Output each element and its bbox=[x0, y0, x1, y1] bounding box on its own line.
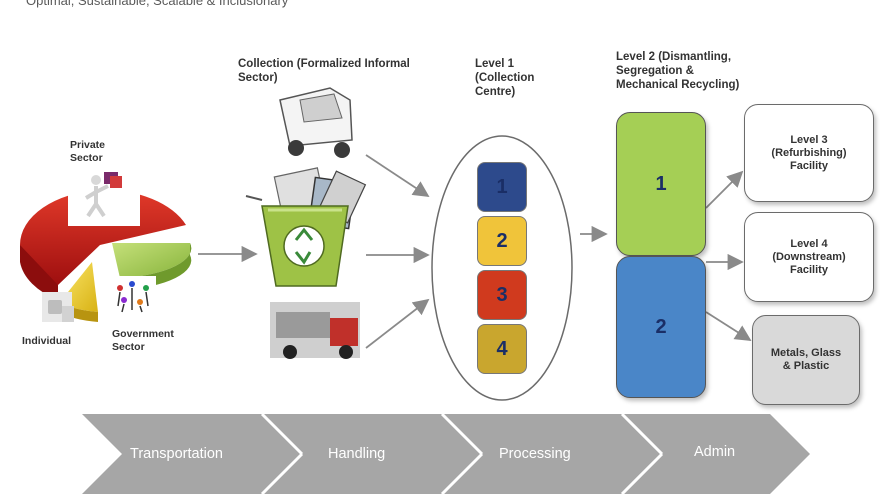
level2-box-1: 1 bbox=[616, 112, 706, 256]
individual-label: Individual bbox=[22, 335, 72, 347]
ewaste-bin-icon bbox=[245, 167, 367, 287]
arrow-rickshaw-to-level1 bbox=[365, 154, 430, 197]
level1-box-1: 1 bbox=[477, 162, 527, 212]
arrow-to-level3 bbox=[705, 170, 744, 209]
diagram-subtitle: Optimal, Sustainable, Scalable & Inclusi… bbox=[26, 0, 289, 8]
level1-box-2: 2 bbox=[477, 216, 527, 266]
stage-admin-label: Admin bbox=[694, 444, 736, 460]
level4-facility-box: Level 4 (Downstream) Facility bbox=[744, 212, 874, 302]
arrow-to-metals bbox=[705, 311, 752, 341]
truck-icon bbox=[270, 302, 360, 359]
level1-ellipse bbox=[431, 135, 573, 401]
stage-handling-label: Handling bbox=[328, 446, 386, 462]
level2-header: Level 2 (Dismantling, Segregation & Mech… bbox=[616, 51, 740, 91]
level1-box-4: 4 bbox=[477, 324, 527, 374]
level3-facility-box: Level 3 (Refurbishing) Facility bbox=[744, 104, 874, 202]
household-appliances-icon bbox=[42, 292, 74, 322]
government-sector-label: Government Sector bbox=[112, 328, 174, 353]
office-worker-icon bbox=[68, 164, 140, 226]
stage-transportation-label: Transportation bbox=[130, 446, 223, 462]
pie-red-slice bbox=[19, 189, 186, 285]
arrow-truck-to-level1 bbox=[365, 298, 430, 349]
pie-green-slice bbox=[112, 243, 192, 278]
private-sector-label: Private Sector bbox=[70, 139, 106, 164]
metals-glass-plastic-box: Metals, Glass & Plastic bbox=[752, 315, 860, 405]
level1-box-3: 3 bbox=[477, 270, 527, 320]
level1-header: Level 1 (Collection Centre) bbox=[475, 58, 535, 98]
stage-processing-label: Processing bbox=[499, 446, 571, 462]
level2-box-2: 2 bbox=[616, 256, 706, 398]
auto-rickshaw-icon bbox=[279, 87, 353, 158]
collection-header: Collection (Formalized Informal Sector) bbox=[238, 58, 410, 84]
people-network-icon bbox=[110, 276, 156, 316]
